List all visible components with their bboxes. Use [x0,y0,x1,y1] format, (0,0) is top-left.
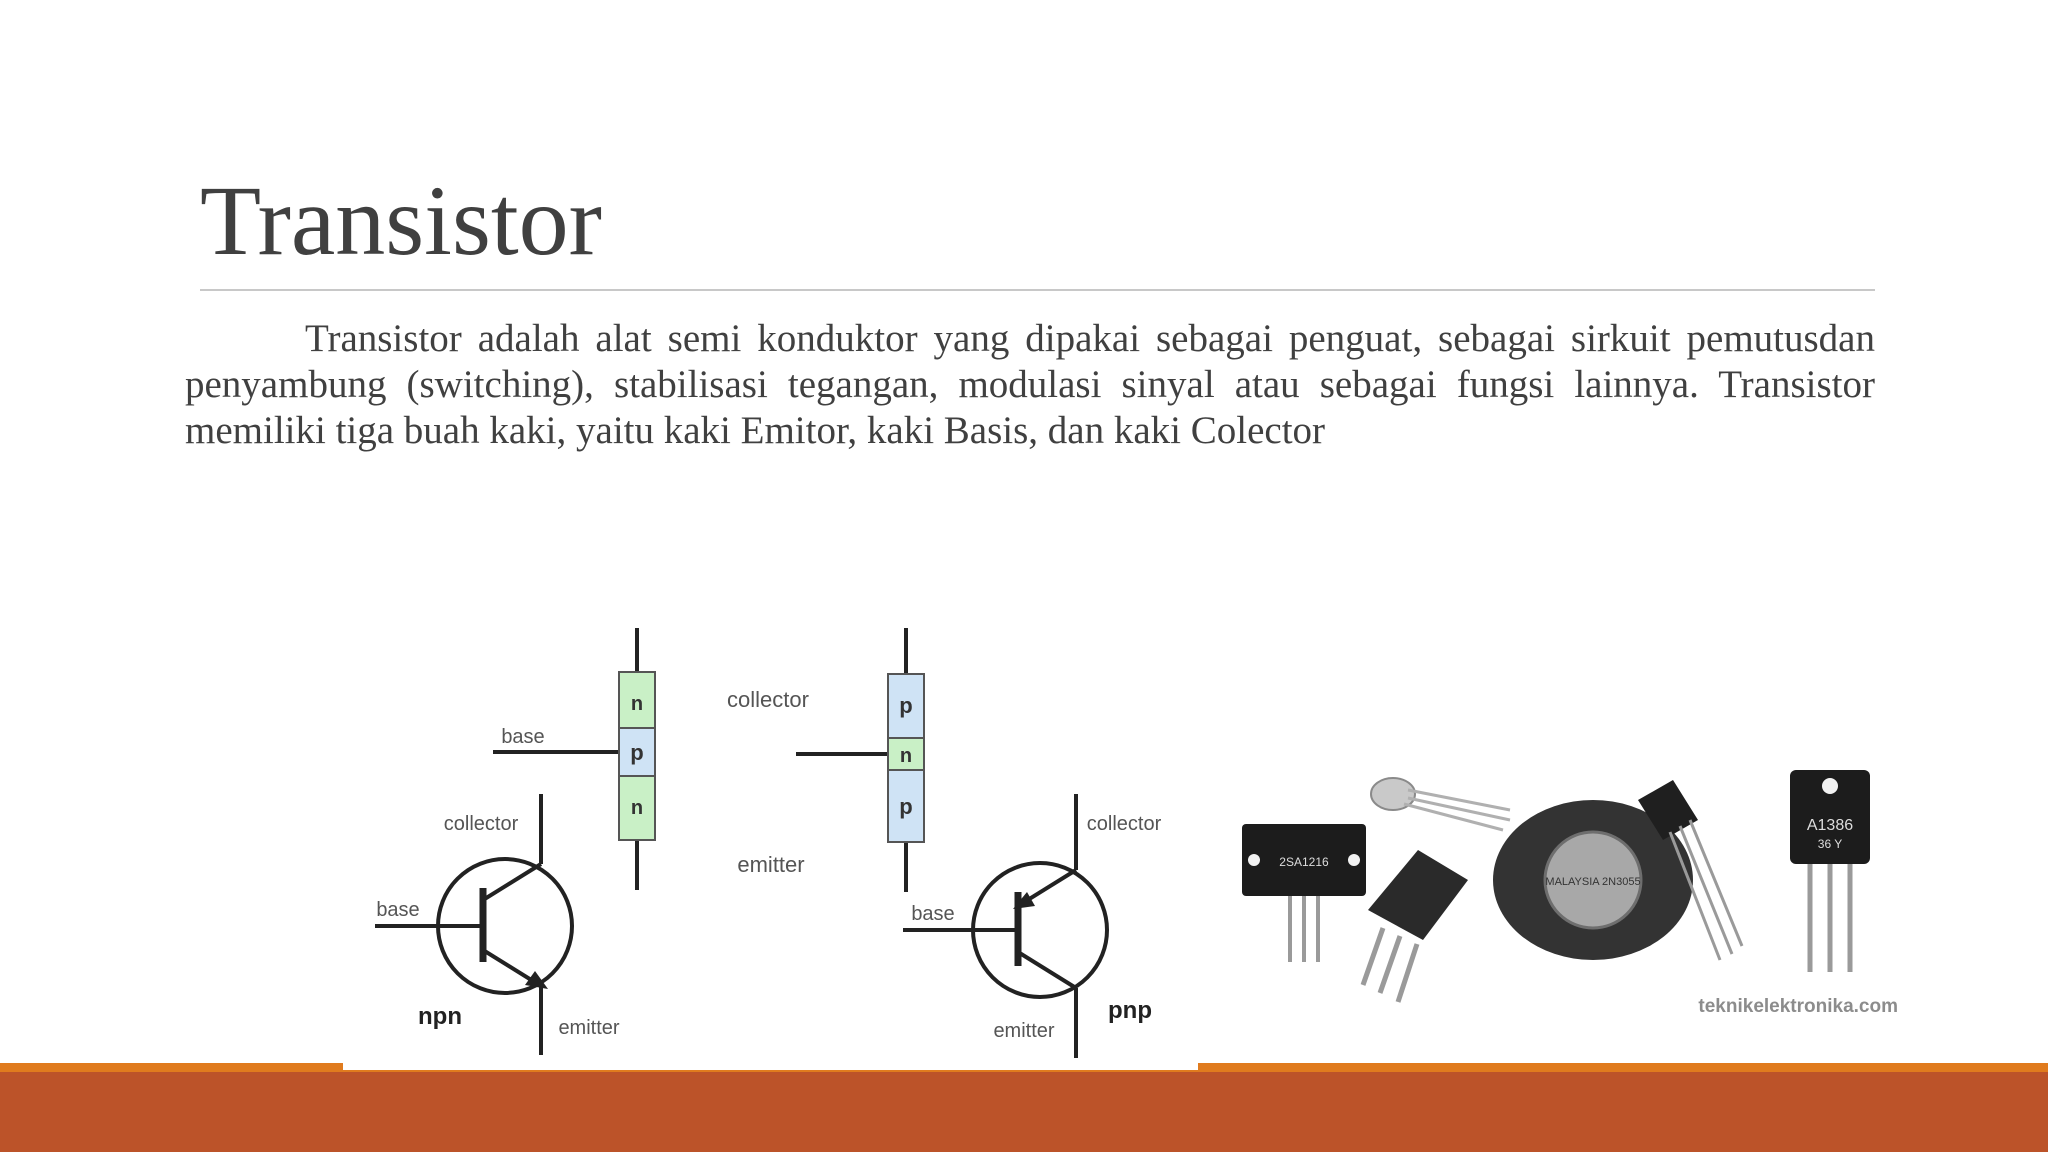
transistor-package-5 [1638,780,1744,961]
transistor-diagram: n p n base p n p collector emitter colle… [375,628,1162,1058]
transistor-packages-image: 2SA1216 MALAYSIA 2N3055 A1386 36 Y [1242,770,1898,1017]
pnp-layer-1: p [899,693,912,718]
npn-type-label: npn [418,1003,462,1030]
pnp-base-label: base [911,903,954,925]
pnp-bar-collector-label: collector [727,687,809,712]
npn-layer-3: n [631,797,643,819]
package-6-marking: A1386 [1807,817,1853,834]
pnp-collector-label: collector [1087,813,1162,835]
npn-layer-1: n [631,693,643,715]
transistor-package-1: 2SA1216 [1242,824,1366,962]
footer-image-overlap [343,1063,1198,1070]
pnp-bar-emitter-label: emitter [737,852,804,877]
npn-layer-2: p [630,740,643,765]
npn-layer-bar: n p n base [493,628,656,890]
pnp-type-label: pnp [1108,997,1152,1024]
transistor-package-4: MALAYSIA 2N3055 [1493,800,1693,960]
npn-collector-label: collector [444,813,519,835]
pnp-emitter-label: emitter [993,1020,1054,1042]
pnp-symbol: collector base emitter pnp [903,794,1162,1058]
slide-body-text: Transistor adalah alat semi konduktor ya… [185,317,1875,452]
transistor-package-2 [1370,777,1511,832]
slide-title: Transistor [200,165,602,276]
pnp-layer-bar: p n p collector emitter [727,628,925,892]
pnp-layer-3: p [899,794,912,819]
transistor-package-3 [1360,850,1468,1003]
package-4-marking: MALAYSIA 2N3055 [1545,876,1640,888]
footer-band [0,1072,2048,1152]
npn-symbol: collector base emitter npn [375,794,620,1055]
transistor-package-6: A1386 36 Y [1790,770,1870,972]
npn-base-label: base [376,899,419,921]
title-divider [200,289,1875,291]
package-1-marking: 2SA1216 [1279,855,1329,869]
package-6-submarking: 36 Y [1818,837,1842,851]
image-watermark: teknikelektronika.com [1698,996,1898,1017]
npn-bar-base-label: base [501,726,544,748]
pnp-layer-2: n [900,745,912,767]
npn-emitter-label: emitter [558,1017,619,1039]
